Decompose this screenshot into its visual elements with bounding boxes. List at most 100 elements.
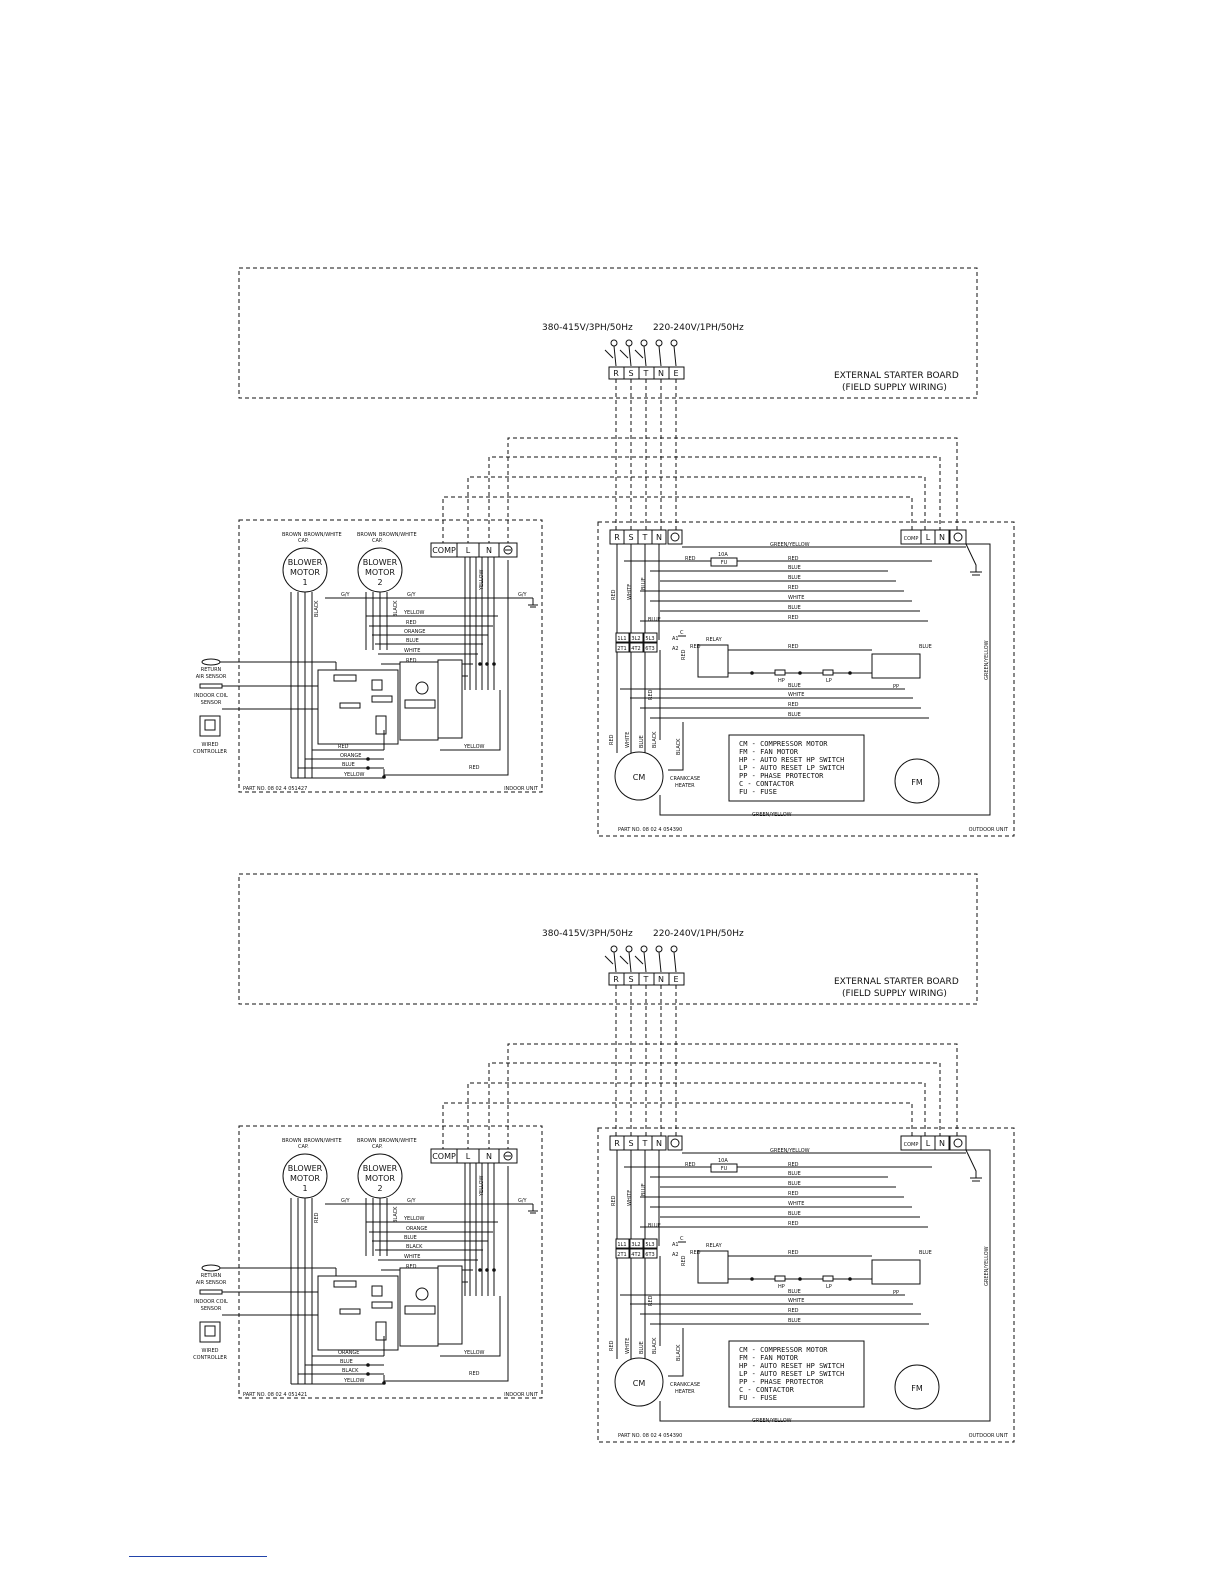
pcb-relay [371, 679, 383, 691]
bottom-wire-label: RED [338, 744, 349, 750]
starter-terminal-label: E [673, 975, 678, 984]
indoor-coil-sensor [199, 1289, 223, 1295]
gy-label: G/Y [518, 1198, 528, 1204]
yellow-wire-label: YELLOW [463, 1350, 485, 1356]
contactor-pin-bottom: 2T1 [617, 1252, 626, 1258]
gy-label: G/Y [341, 1198, 351, 1204]
blower-1-wire-label: BLACK [314, 600, 320, 617]
coil-sensor-label: INDOOR COIL [194, 693, 228, 699]
lp-label: LP [826, 678, 832, 684]
red-vertical-label: RED [611, 589, 617, 600]
pp-label: PP [893, 1290, 899, 1296]
green-yellow-label: GREEN/YELLOW [770, 542, 810, 548]
lower-wire-label: BLUE [788, 1318, 801, 1324]
contactor-pin-bottom: 6T3 [645, 1252, 654, 1258]
supply-lead [613, 951, 617, 973]
starter-terminal-label: R [613, 975, 619, 984]
crankcase-wire [668, 1328, 684, 1377]
earth-symbol [670, 532, 680, 542]
contactor-pole [643, 1248, 658, 1259]
voltage-3ph-label: 380-415V/3PH/50Hz [542, 929, 633, 939]
cm-label: CM [633, 1379, 646, 1388]
wire-label-brown-white: BROWN/WHITE [379, 532, 417, 538]
fm-label: FM [911, 778, 923, 787]
starter-terminal-label: T [643, 369, 649, 378]
relay-feed-label: RED [788, 644, 799, 650]
relay-red-label: RED [681, 1255, 687, 1266]
blue-vertical-label: BLUE [641, 1183, 647, 1196]
capacitor-label: CAP. [298, 1144, 309, 1150]
blower-2-label: BLOWER [363, 558, 398, 567]
gy-label: G/Y [407, 1198, 417, 1204]
contactor-pin-top: 1L1 [617, 1242, 626, 1248]
legend-box [728, 734, 865, 802]
outdoor-wire-label: BLUE [788, 575, 801, 581]
junction-dot [366, 757, 370, 761]
indoor-terminal-label: COMP [432, 546, 456, 555]
controller-label: CONTROLLER [193, 1355, 227, 1361]
outdoor-wire-label: RED [788, 615, 799, 621]
pcb-capacitor [375, 715, 387, 735]
outdoor-terminal-label: T [642, 1139, 648, 1148]
bottom-wire-label: ORANGE [338, 1350, 359, 1356]
supply-terminal-ring [655, 339, 663, 347]
supply-lead [673, 345, 677, 367]
voltage-1ph-label: 220-240V/1PH/50Hz [653, 929, 744, 939]
blower-1-label: BLOWER [288, 1164, 323, 1173]
coil-sensor-label: SENSOR [201, 700, 222, 706]
phase-arrow [634, 349, 644, 359]
relay-red-label: RED [690, 644, 701, 650]
harness-wire-label: ORANGE [406, 1226, 427, 1232]
supply-lead [643, 951, 647, 973]
supply-terminal-ring [670, 945, 678, 953]
terminal-strip [437, 659, 463, 739]
cm-black-label: BLACK [652, 731, 658, 748]
yellow-return-wire [383, 690, 501, 751]
white-vertical-label: WHITE [627, 1190, 633, 1206]
controller-label: WIRED [202, 742, 219, 748]
harness-wire-label: RED [406, 620, 417, 626]
pp-blue-label: BLUE [919, 644, 932, 650]
relay-label: RELAY [706, 637, 723, 643]
contactor-pole [643, 632, 658, 643]
green-yellow-bottom-label: GREEN/YELLOW [752, 812, 792, 818]
cm-white-label: WHITE [625, 732, 631, 748]
interconnect-live [467, 476, 926, 545]
contactor-pin-bottom: 4T2 [631, 646, 640, 652]
indoor-terminal-label: L [466, 1152, 471, 1161]
starter-terminal-label: N [658, 975, 664, 984]
harness-wire-label: RED [406, 1264, 417, 1270]
starter-board-subtitle: (FIELD SUPPLY WIRING) [842, 383, 947, 393]
legend-entry: PP - PHASE PROTECTOR [739, 772, 824, 780]
outdoor-wire-label: BLUE [788, 565, 801, 571]
contactor-c: C [680, 630, 684, 636]
supply-terminal-ring [625, 339, 633, 347]
indoor-coil-sensor [199, 683, 223, 689]
starter-board-title: EXTERNAL STARTER BOARD [834, 977, 959, 987]
indoor-part-number: PART NO. 08 02 4 051421 [243, 1392, 307, 1398]
outdoor-unit-frame [597, 1127, 1015, 1443]
fan-motor [894, 1364, 940, 1410]
blower-2-label: 2 [377, 578, 382, 587]
contactor-pole [643, 1238, 658, 1249]
wired-controller-screen [204, 719, 216, 731]
green-yellow-label: GREEN/YELLOW [770, 1148, 810, 1154]
pp-blue-label: BLUE [919, 1250, 932, 1256]
blower-2-label: BLOWER [363, 1164, 398, 1173]
fm-label: FM [911, 1384, 923, 1393]
harness-wire-label: WHITE [404, 1254, 420, 1260]
crankcase-label: CRANKCASE [670, 1382, 700, 1388]
supply-lead [643, 345, 647, 367]
contactor-pin-bottom: 4T2 [631, 1252, 640, 1258]
outdoor-wire-label: RED [788, 556, 799, 562]
relay-body [697, 644, 729, 678]
cm-label: CM [633, 773, 646, 782]
yellow-wire-label: YELLOW [463, 744, 485, 750]
